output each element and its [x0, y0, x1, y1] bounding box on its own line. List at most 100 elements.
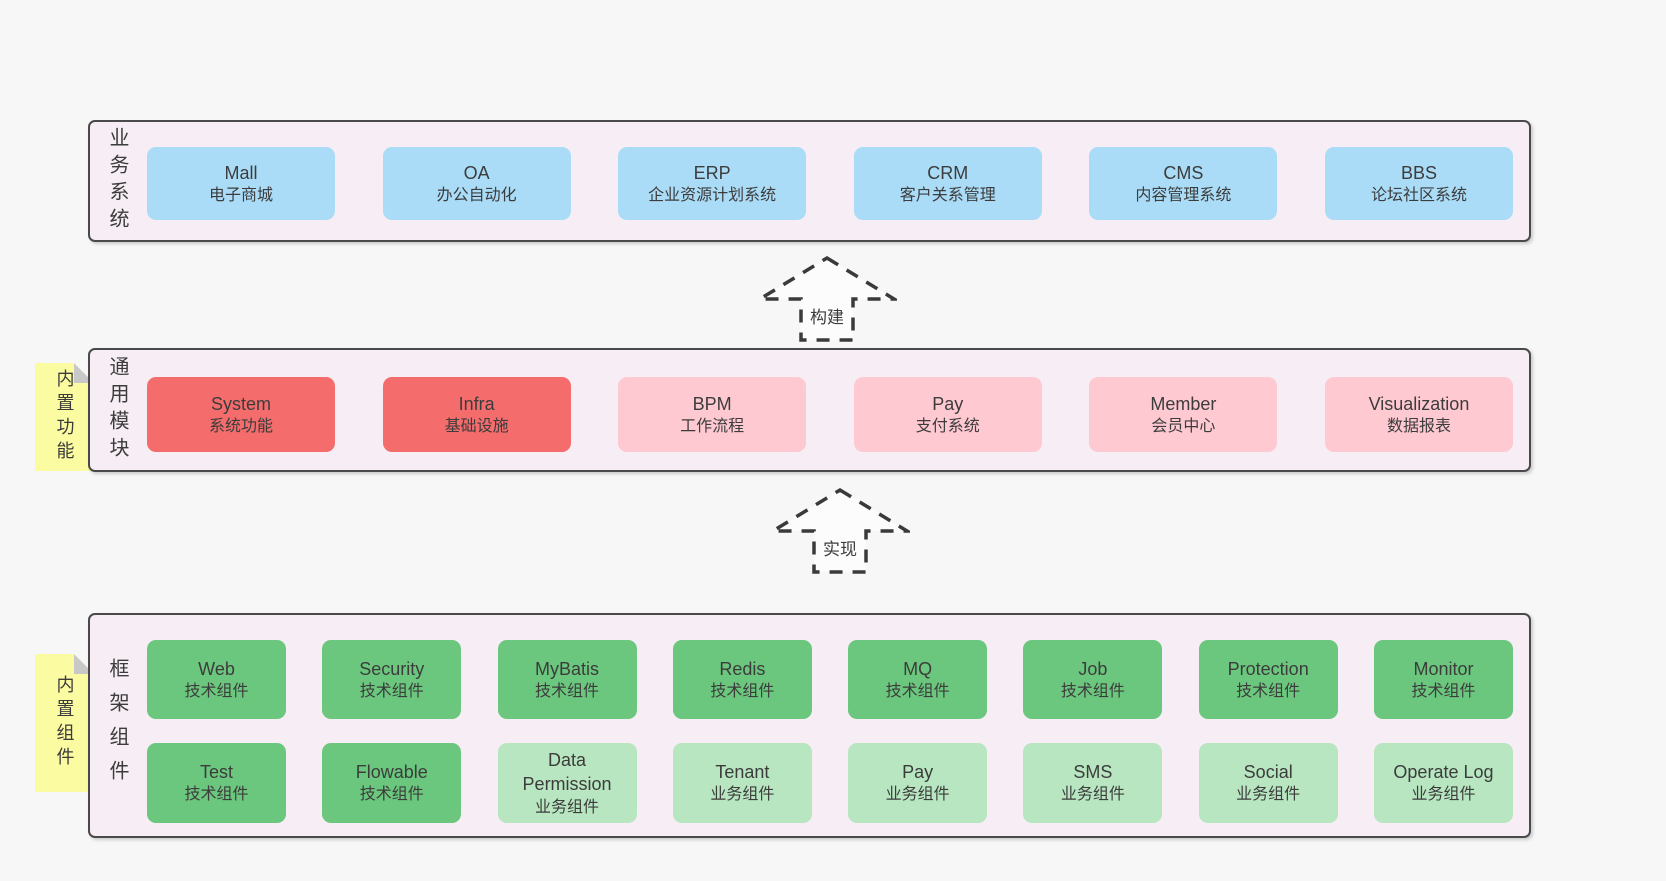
box-title: BBS	[1400, 162, 1437, 183]
box-erp: ERP 企业资源计划系统	[618, 147, 807, 220]
box-subtitle: 技术组件	[1411, 682, 1476, 700]
box-title: MQ	[903, 658, 933, 679]
box-title: Redis	[719, 658, 766, 679]
box-title: Data Permission	[522, 749, 612, 795]
box-subtitle: 论坛社区系统	[1370, 186, 1467, 204]
box-title: System	[210, 393, 271, 414]
box-subtitle: 客户关系管理	[899, 186, 996, 204]
box-redis: Redis 技术组件	[672, 640, 812, 719]
box-subtitle: 业务组件	[1060, 786, 1125, 804]
box-subtitle: 业务组件	[1236, 786, 1301, 804]
box-subtitle: 系统功能	[208, 417, 273, 435]
box-operate-log: Operate Log 业务组件	[1373, 743, 1513, 823]
box-subtitle: 技术组件	[184, 682, 249, 700]
box-subtitle: 企业资源计划系统	[648, 186, 777, 204]
box-title: Pay	[932, 393, 964, 414]
box-bpm: BPM 工作流程	[618, 377, 807, 452]
box-subtitle: 技术组件	[1060, 682, 1125, 700]
box-mall: Mall 电子商城	[147, 147, 335, 220]
box-title: Test	[199, 762, 233, 783]
box-mq: MQ 技术组件	[848, 640, 988, 719]
box-subtitle: 技术组件	[184, 786, 249, 804]
builtin-components-note-text: 内置组件	[54, 675, 75, 771]
box-mybatis: MyBatis 技术组件	[497, 640, 637, 719]
builtin-components-note: 内置组件	[35, 654, 94, 792]
box-pay: Pay 业务组件	[848, 743, 988, 823]
box-cms: CMS 内容管理系统	[1089, 147, 1278, 220]
box-title: Pay	[902, 762, 934, 783]
box-title: Tenant	[715, 762, 770, 783]
box-title: Web	[198, 658, 235, 679]
box-subtitle: 支付系统	[915, 417, 980, 435]
box-infra: Infra 基础设施	[382, 377, 571, 452]
box-subtitle: 办公自动化	[436, 186, 517, 204]
box-social: Social 业务组件	[1198, 743, 1338, 823]
box-title: CRM	[927, 162, 969, 183]
box-subtitle: 业务组件	[1411, 786, 1476, 804]
common-modules-boxes: System 系统功能 Infra 基础设施 BPM 工作流程 Pay 支付系统 Member 会…	[147, 377, 1513, 452]
box-subtitle: 技术组件	[359, 786, 424, 804]
box-subtitle: 业务组件	[710, 786, 775, 804]
box-subtitle: 工作流程	[680, 417, 745, 435]
box-job: Job 技术组件	[1023, 640, 1163, 719]
box-subtitle: 业务组件	[535, 798, 600, 816]
box-test: Test 技术组件	[147, 743, 286, 823]
box-title: Operate Log	[1393, 762, 1494, 783]
box-title: ERP	[693, 162, 731, 183]
box-title: CMS	[1163, 162, 1204, 183]
box-title: Flowable	[355, 762, 428, 783]
box-subtitle: 技术组件	[885, 682, 950, 700]
box-title: Member	[1150, 393, 1217, 414]
box-monitor: Monitor 技术组件	[1373, 640, 1513, 719]
box-subtitle: 数据报表	[1386, 417, 1451, 435]
builtin-features-note: 内置功能	[35, 363, 94, 471]
box-oa: OA 办公自动化	[382, 147, 571, 220]
box-subtitle: 内容管理系统	[1135, 186, 1232, 204]
box-title: Security	[359, 658, 425, 679]
box-subtitle: 电子商城	[208, 186, 273, 204]
box-web: Web 技术组件	[147, 640, 286, 719]
box-bbs: BBS 论坛社区系统	[1324, 147, 1513, 220]
box-subtitle: 技术组件	[710, 682, 775, 700]
business-systems-label: 业务系统	[106, 127, 128, 235]
box-system: System 系统功能	[147, 377, 335, 452]
box-title: Visualization	[1368, 393, 1470, 414]
build-arrow-icon: 构建	[757, 255, 897, 343]
common-modules-panel: 通用模块 System 系统功能 Infra 基础设施 BPM 工作流程 Pay 支付系统 Me…	[88, 348, 1531, 472]
implement-arrow-label: 实现	[820, 535, 860, 560]
implement-arrow-icon: 实现	[770, 487, 910, 575]
box-tenant: Tenant 业务组件	[672, 743, 812, 823]
box-title: SMS	[1073, 762, 1113, 783]
box-title: Monitor	[1413, 658, 1474, 679]
box-title: Job	[1078, 658, 1108, 679]
box-sms: SMS 业务组件	[1023, 743, 1163, 823]
box-subtitle: 业务组件	[885, 786, 950, 804]
box-subtitle: 技术组件	[535, 682, 600, 700]
framework-components-label: 框架组件	[106, 657, 128, 794]
common-modules-label: 通用模块	[106, 356, 128, 464]
box-subtitle: 基础设施	[444, 417, 509, 435]
box-title: BPM	[692, 393, 732, 414]
box-title: Mall	[224, 162, 258, 183]
box-title: OA	[463, 162, 490, 183]
business-systems-panel: 业务系统 Mall 电子商城 OA 办公自动化 ERP 企业资源计划系统 CRM 客户关系管理…	[88, 120, 1531, 242]
box-title: Infra	[458, 393, 495, 414]
box-member: Member 会员中心	[1089, 377, 1278, 452]
box-data-permission: Data Permission 业务组件	[497, 743, 637, 823]
box-title: Social	[1243, 762, 1293, 783]
business-systems-boxes: Mall 电子商城 OA 办公自动化 ERP 企业资源计划系统 CRM 客户关系管理 CMS 内容…	[147, 147, 1513, 220]
box-flowable: Flowable 技术组件	[322, 743, 462, 823]
box-title: MyBatis	[535, 658, 600, 679]
box-crm: CRM 客户关系管理	[853, 147, 1042, 220]
builtin-features-note-text: 内置功能	[54, 369, 75, 465]
build-arrow-label: 构建	[807, 303, 847, 328]
box-pay: Pay 支付系统	[853, 377, 1042, 452]
box-subtitle: 会员中心	[1151, 417, 1216, 435]
box-subtitle: 技术组件	[1236, 682, 1301, 700]
box-visualization: Visualization 数据报表	[1324, 377, 1513, 452]
